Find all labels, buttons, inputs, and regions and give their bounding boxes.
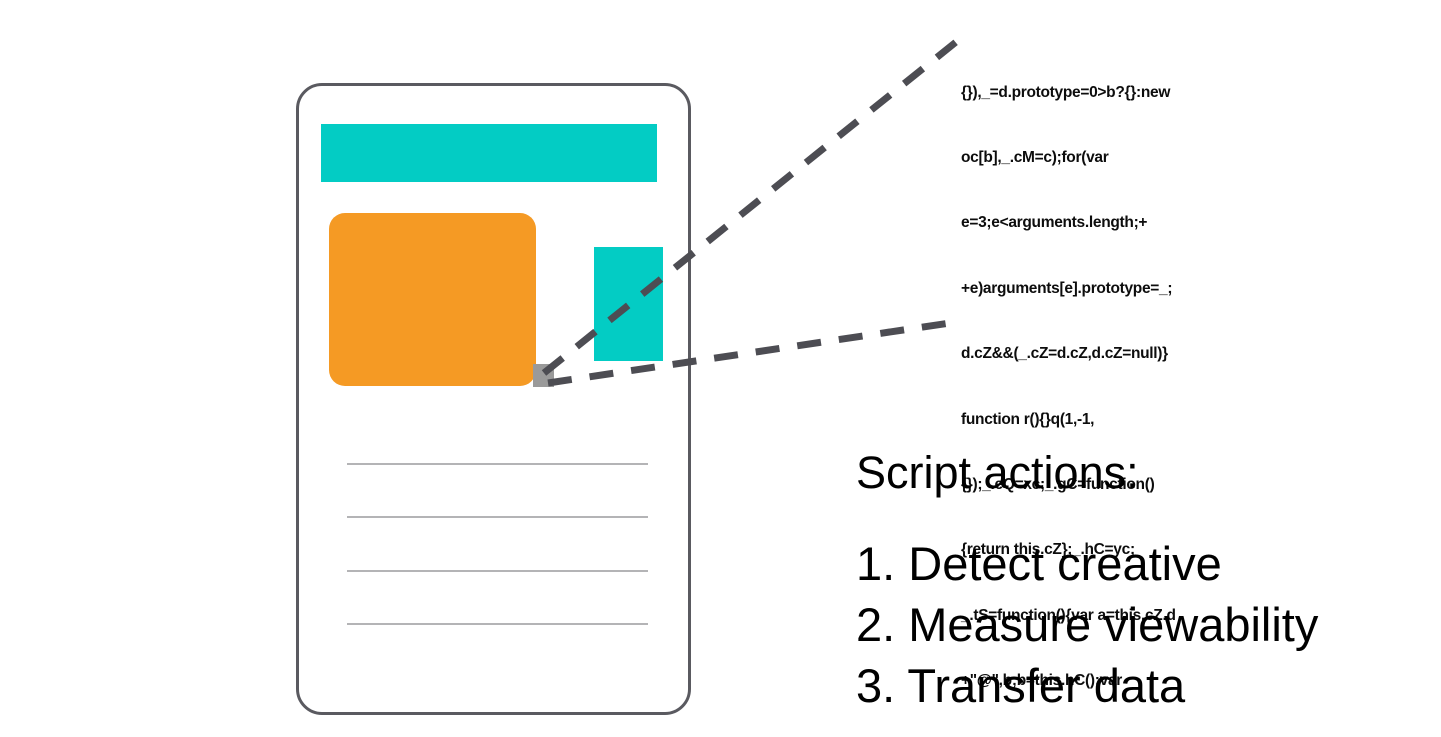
- content-text-line: [347, 623, 648, 625]
- script-actions-list: 1. Detect creative 2. Measure viewabilit…: [856, 533, 1416, 716]
- code-line: _.tS=function(){var a=this.cZ.d: [961, 606, 1176, 624]
- content-text-line: [347, 516, 648, 518]
- action-item: 3. Transfer data: [856, 659, 1186, 712]
- code-line: +"@",b;b=this.hC();var: [961, 672, 1123, 690]
- code-line: {});_.eQ=xc;_.gC=function(): [961, 475, 1155, 493]
- action-item: 2. Measure viewability: [856, 598, 1319, 651]
- orange-ad-creative: [329, 213, 536, 386]
- code-line: e=3;e<arguments.length;+: [961, 214, 1148, 232]
- code-line: {return this.cZ};_.hC=yc;: [961, 541, 1135, 559]
- content-text-line: [347, 463, 648, 465]
- action-item: 1. Detect creative: [856, 537, 1222, 590]
- teal-banner: [321, 124, 657, 182]
- teal-side-banner: [594, 247, 663, 361]
- code-line: {}),_=d.prototype=0>b?{}:new: [961, 83, 1171, 101]
- code-line: oc[b],_.cM=c);for(var: [961, 148, 1109, 166]
- tracking-pixel-marker: [533, 364, 554, 387]
- measurement-script-source: {}),_=d.prototype=0>b?{}:new oc[b],_.cM=…: [961, 38, 1261, 737]
- content-text-line: [347, 570, 648, 572]
- code-line: function r(){}q(1,-1,: [961, 410, 1095, 428]
- script-actions-heading: Script actions:: [856, 447, 1139, 498]
- code-line: +e)arguments[e].prototype=_;: [961, 279, 1173, 297]
- code-line: d.cZ&&(_.cZ=d.cZ,d.cZ=null)}: [961, 345, 1168, 363]
